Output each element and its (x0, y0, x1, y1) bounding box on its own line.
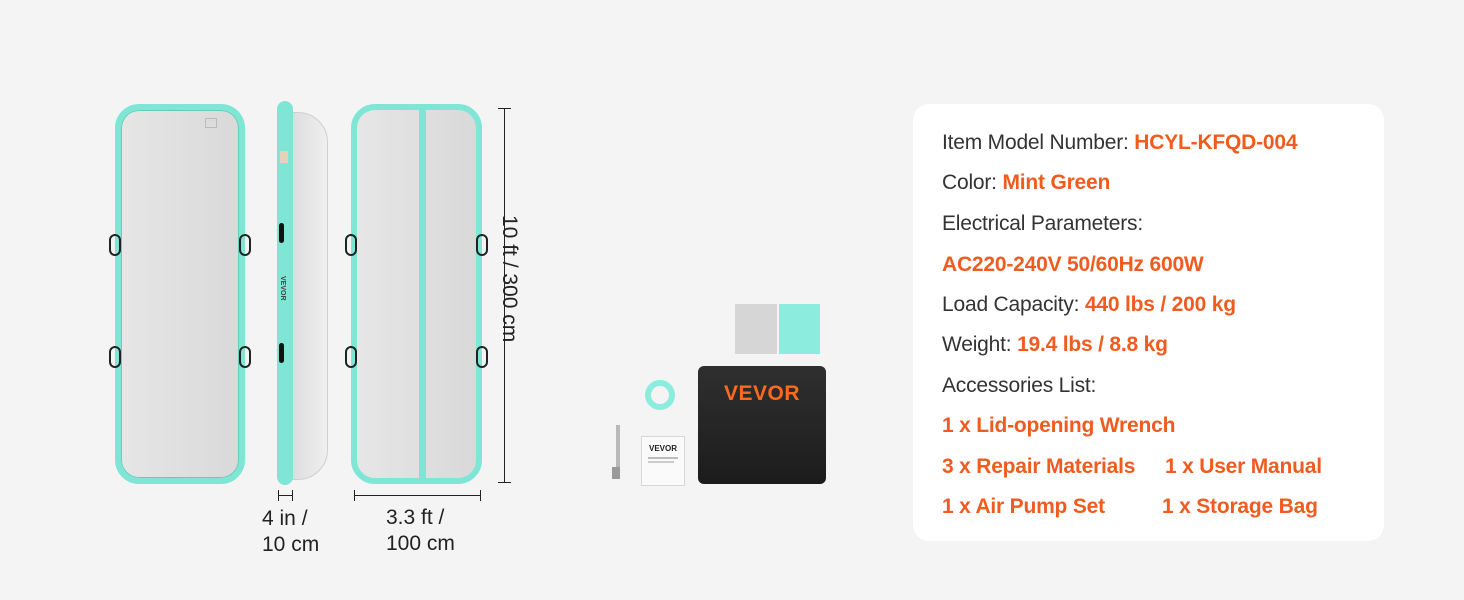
accessory-item: 3 x Repair Materials (942, 455, 1136, 478)
storage-bag-icon: VEVOR (698, 366, 826, 484)
electrical-value: AC220-240V 50/60Hz 600W (942, 253, 1204, 276)
width-label: 3.3 ft / 100 cm (386, 505, 455, 557)
wrench-icon (612, 425, 622, 481)
load-row: Load Capacity: 440 lbs / 200 kg (942, 293, 1236, 317)
manual-icon: VEVOR (641, 436, 685, 486)
accessories-label: Accessories List: (942, 374, 1097, 397)
thickness-dimension-line (278, 495, 293, 496)
model-value: HCYL-KFQD-004 (1134, 131, 1298, 154)
mat-front-view (109, 104, 251, 484)
repair-patch-grey-icon (735, 304, 777, 354)
accessory-item: 1 x Lid-opening Wrench (942, 414, 1176, 437)
weight-value: 19.4 lbs / 8.8 kg (1017, 333, 1168, 356)
accessories-row: Accessories List: (942, 374, 1096, 398)
load-label: Load Capacity: (942, 293, 1080, 316)
width-line1: 3.3 ft / (386, 506, 445, 529)
accessory-item: 1 x User Manual (1165, 455, 1322, 478)
side-handle-icon (279, 343, 284, 363)
mat-back-view (345, 104, 488, 484)
weight-row: Weight: 19.4 lbs / 8.8 kg (942, 333, 1168, 357)
valve-icon (205, 118, 217, 128)
accessory-item: 1 x Air Pump Set (942, 495, 1105, 518)
handle-icon (345, 234, 357, 256)
color-row: Color: Mint Green (942, 171, 1110, 195)
handle-icon (476, 234, 488, 256)
electrical-value-row: AC220-240V 50/60Hz 600W (942, 253, 1204, 277)
center-stripe (419, 110, 426, 478)
electrical-label: Electrical Parameters: (942, 212, 1143, 235)
width-line2: 100 cm (386, 532, 455, 555)
dimension-tick (480, 490, 481, 501)
side-logo: VEVOR (279, 276, 286, 301)
mat-side-back (290, 112, 328, 480)
valve-icon (280, 151, 288, 163)
mat-side-view: VEVOR (277, 101, 293, 485)
handle-icon (109, 234, 121, 256)
thickness-line1: 4 in / (262, 507, 308, 530)
width-dimension-line (354, 495, 481, 496)
dimension-tick (498, 482, 511, 483)
accessory-item: 1 x Storage Bag (1162, 495, 1318, 518)
thickness-label: 4 in / 10 cm (262, 506, 319, 558)
model-label: Item Model Number: (942, 131, 1129, 154)
dimension-tick (292, 490, 293, 501)
model-row: Item Model Number: HCYL-KFQD-004 (942, 131, 1298, 155)
height-label: 10 ft / 300 cm (498, 215, 521, 343)
load-value: 440 lbs / 200 kg (1084, 293, 1236, 316)
color-label: Color: (942, 171, 997, 194)
dimension-tick (498, 108, 511, 109)
dimension-tick (354, 490, 355, 501)
handle-icon (476, 346, 488, 368)
color-value: Mint Green (1002, 171, 1111, 194)
bag-logo: VEVOR (723, 382, 801, 405)
weight-label: Weight: (942, 333, 1012, 356)
handle-icon (239, 234, 251, 256)
spec-card: Item Model Number: HCYL-KFQD-004 Color: … (913, 104, 1384, 541)
handle-icon (345, 346, 357, 368)
thickness-line2: 10 cm (262, 533, 320, 556)
manual-logo: VEVOR (648, 444, 677, 453)
ring-icon (645, 380, 675, 410)
handle-icon (239, 346, 251, 368)
electrical-row: Electrical Parameters: (942, 212, 1143, 236)
repair-patch-mint-icon (779, 304, 820, 354)
handle-icon (109, 346, 121, 368)
height-dimension-line (504, 108, 505, 483)
dimension-tick (278, 490, 279, 501)
side-handle-icon (279, 223, 284, 243)
